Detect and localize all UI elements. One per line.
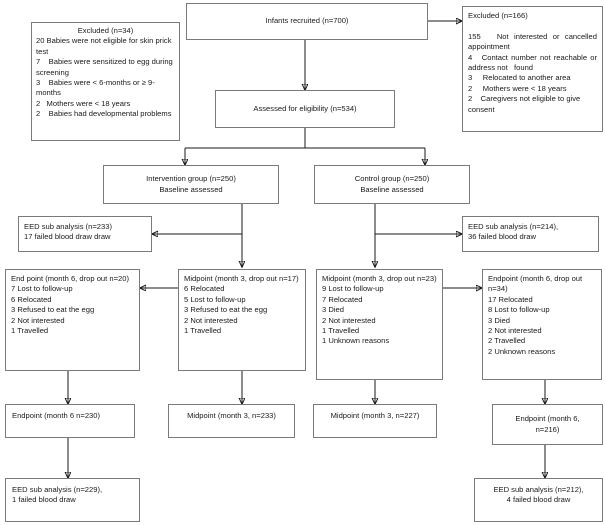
node-intervention-group: Intervention group (n=250) Baseline asse… bbox=[103, 165, 279, 204]
node-control-group: Control group (n=250) Baseline assessed bbox=[314, 165, 470, 204]
node-eed-intervention-line2: 17 failed blood draw draw bbox=[24, 232, 111, 242]
node-dropout-intervention-endpoint-line-3: 2 Not interested bbox=[11, 315, 65, 325]
node-dropout-control-endpoint-line-0: 17 Relocated bbox=[488, 294, 533, 304]
node-dropout-control-midpoint-line-2: 3 Died bbox=[322, 305, 344, 315]
node-dropout-control-midpoint-heading: Midpoint (month 3, drop out n=23) bbox=[322, 274, 437, 283]
node-excluded-left-line-4: 2 Babies had developmental problems bbox=[36, 109, 172, 119]
node-control-group-line2: Baseline assessed bbox=[360, 184, 424, 194]
node-excluded-right-spacer bbox=[468, 21, 597, 31]
node-excluded-right: Excluded (n=166) 155 Not interested or c… bbox=[462, 6, 603, 132]
node-midpoint-control: Midpoint (month 3, n=227) bbox=[313, 404, 437, 438]
node-excluded-right-line-2: 3 Relocated to another area bbox=[468, 73, 571, 83]
node-dropout-intervention-endpoint-heading: End point (month 6, drop out n=20) bbox=[11, 274, 129, 283]
node-dropout-intervention-midpoint-line-0: 6 Relocated bbox=[184, 284, 225, 294]
node-dropout-control-midpoint-line-1: 7 Relocated bbox=[322, 294, 363, 304]
node-eed-control-line2: 36 failed blood draw bbox=[468, 232, 536, 242]
node-dropout-control-midpoint-line-0: 9 Lost to follow-up bbox=[322, 284, 384, 294]
node-excluded-left-heading: Excluded (n=34) bbox=[77, 26, 134, 35]
node-eed-final-control: EED sub analysis (n=212), 4 failed blood… bbox=[474, 478, 603, 522]
node-eed-final-intervention-line1: EED sub analysis (n=229), bbox=[12, 485, 103, 494]
node-dropout-control-endpoint-line-1: 8 Lost to follow-up bbox=[488, 305, 550, 315]
node-excluded-left: Excluded (n=34) 20 Babies were not eligi… bbox=[31, 22, 180, 141]
node-intervention-group-text: Intervention group (n=250) Baseline asse… bbox=[146, 174, 236, 195]
node-dropout-control-endpoint-line-3: 2 Not interested bbox=[488, 326, 542, 336]
node-intervention-group-line1: Intervention group (n=250) bbox=[146, 174, 236, 184]
node-infants-recruited: Infants recruited (n=700) bbox=[186, 3, 428, 40]
node-excluded-left-line-2: 3 Babies were < 6-months or ≥ 9-months bbox=[36, 78, 155, 98]
node-dropout-control-midpoint-line-5: 1 Unknown reasons bbox=[322, 336, 390, 346]
node-excluded-left-line-0: 20 Babies were not eligible for skin pri… bbox=[36, 36, 174, 56]
node-excluded-right-line-4: 2 Caregivers not eligible to give consen… bbox=[468, 94, 583, 114]
node-endpoint-control: Endpoint (month 6, n=216) bbox=[492, 404, 603, 445]
node-midpoint-intervention: Midpoint (month 3, n=233) bbox=[168, 404, 295, 438]
node-dropout-intervention-endpoint-line-2: 3 Refused to eat the egg bbox=[11, 305, 95, 315]
node-excluded-right-line-1: 4 Contact number not reachable or addres… bbox=[468, 52, 600, 73]
node-eed-intervention: EED sub analysis (n=233) 17 failed blood… bbox=[18, 216, 152, 252]
node-dropout-intervention-midpoint-line-3: 2 Not interested bbox=[184, 315, 238, 325]
node-dropout-intervention-midpoint-heading: Midpoint (month 3, drop out n=17) bbox=[184, 274, 299, 283]
node-eed-intervention-line1: EED sub analysis (n=233) bbox=[24, 222, 113, 231]
node-excluded-left-line-1: 7 Babies were sensitized to egg during s… bbox=[36, 57, 175, 77]
node-dropout-control-midpoint: Midpoint (month 3, drop out n=23) 9 Lost… bbox=[316, 269, 443, 380]
node-dropout-intervention-midpoint-line-4: 1 Travelled bbox=[184, 326, 222, 336]
node-assessed-eligibility-label: Assessed for eligibility (n=534) bbox=[253, 103, 357, 113]
node-eed-control-line1: EED sub analysis (n=214), bbox=[468, 222, 559, 231]
node-dropout-intervention-endpoint: End point (month 6, drop out n=20) 7 Los… bbox=[5, 269, 140, 371]
node-endpoint-control-line2: n=216) bbox=[535, 424, 560, 434]
node-infants-recruited-label: Infants recruited (n=700) bbox=[265, 16, 349, 26]
node-dropout-control-midpoint-line-3: 2 Not interested bbox=[322, 315, 376, 325]
node-excluded-right-heading: Excluded (n=166) bbox=[468, 11, 528, 20]
node-control-group-text: Control group (n=250) Baseline assessed bbox=[355, 174, 430, 195]
node-endpoint-intervention-label: Endpoint (month 6 n=230) bbox=[12, 411, 101, 420]
node-excluded-right-line-3: 2 Mothers were < 18 years bbox=[468, 83, 567, 93]
node-dropout-intervention-midpoint: Midpoint (month 3, drop out n=17) 6 Relo… bbox=[178, 269, 306, 371]
node-eed-final-control-line2: 4 failed blood draw bbox=[506, 495, 571, 505]
node-assessed-eligibility: Assessed for eligibility (n=534) bbox=[215, 90, 395, 128]
node-intervention-group-line2: Baseline assessed bbox=[159, 184, 223, 194]
node-eed-control: EED sub analysis (n=214), 36 failed bloo… bbox=[462, 216, 599, 252]
node-excluded-right-line-0: 155 Not interested or cancelled appointm… bbox=[468, 31, 600, 52]
node-dropout-intervention-endpoint-line-0: 7 Lost to follow-up bbox=[11, 284, 73, 294]
node-endpoint-control-line1: Endpoint (month 6, bbox=[515, 414, 580, 424]
node-dropout-control-endpoint-heading: Endpoint (month 6, drop out n=34) bbox=[488, 274, 585, 294]
node-midpoint-control-label: Midpoint (month 3, n=227) bbox=[330, 411, 420, 420]
node-dropout-intervention-midpoint-line-2: 3 Refused to eat the egg bbox=[184, 305, 268, 315]
node-eed-final-intervention: EED sub analysis (n=229), 1 failed blood… bbox=[5, 478, 140, 522]
node-dropout-control-endpoint-line-2: 3 Died bbox=[488, 315, 510, 325]
node-dropout-intervention-endpoint-line-1: 6 Relocated bbox=[11, 294, 52, 304]
node-excluded-left-line-3: 2 Mothers were < 18 years bbox=[36, 98, 131, 108]
node-endpoint-control-text: Endpoint (month 6, n=216) bbox=[515, 414, 579, 435]
node-endpoint-intervention: Endpoint (month 6 n=230) bbox=[5, 404, 135, 438]
node-midpoint-intervention-label: Midpoint (month 3, n=233) bbox=[187, 411, 276, 420]
node-dropout-control-endpoint: Endpoint (month 6, drop out n=34) 17 Rel… bbox=[482, 269, 602, 380]
node-dropout-intervention-midpoint-line-1: 5 Lost to follow-up bbox=[184, 294, 246, 304]
node-eed-final-intervention-line2: 1 failed blood draw bbox=[12, 495, 76, 505]
node-dropout-control-endpoint-line-5: 2 Unknown reasons bbox=[488, 346, 556, 356]
node-control-group-line1: Control group (n=250) bbox=[354, 174, 430, 184]
node-eed-final-control-line1: EED sub analysis (n=212), bbox=[493, 485, 584, 494]
node-dropout-control-midpoint-line-4: 1 Travelled bbox=[322, 326, 360, 336]
node-dropout-intervention-endpoint-line-4: 1 Travelled bbox=[11, 326, 49, 336]
node-dropout-control-endpoint-line-4: 2 Travelled bbox=[488, 336, 526, 346]
